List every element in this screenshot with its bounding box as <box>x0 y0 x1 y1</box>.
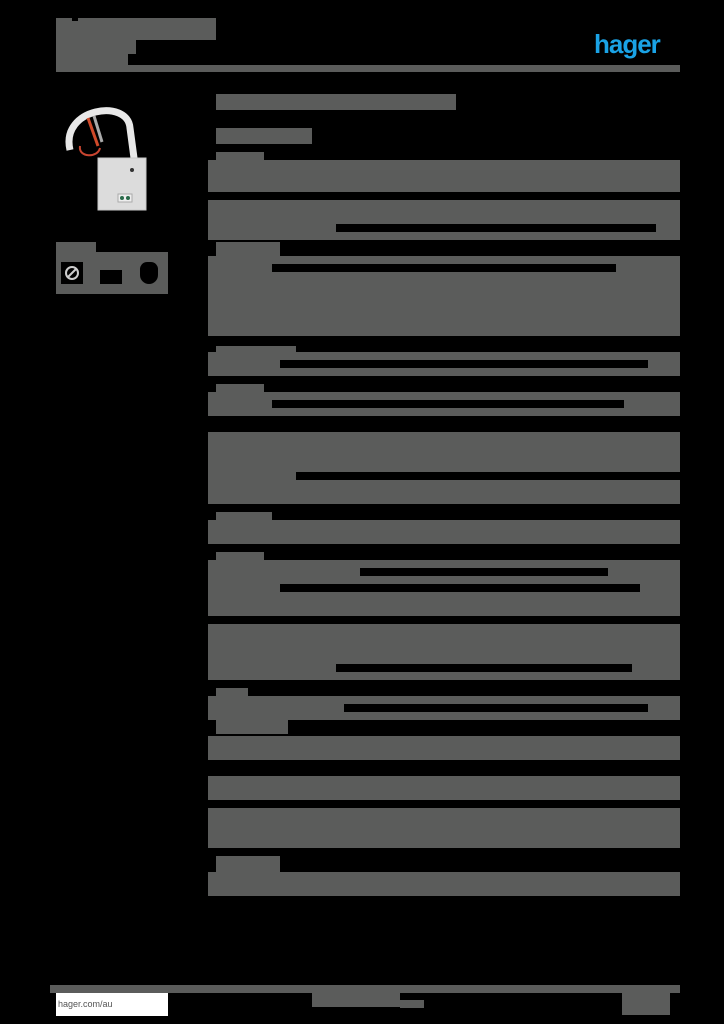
footer-url-link[interactable]: hager.com/au <box>56 993 168 1016</box>
section-5-heading <box>216 384 264 394</box>
section-12-body <box>208 776 680 800</box>
section-7-body <box>208 520 680 544</box>
section-2-body <box>208 200 680 240</box>
footer-center-text-2 <box>400 1000 424 1008</box>
section-1-heading <box>216 152 264 162</box>
certification-label <box>56 242 96 252</box>
header-divider <box>56 65 680 72</box>
connector-icon <box>100 270 122 284</box>
section-8-heading <box>216 552 264 562</box>
header-subtitle-2 <box>56 54 128 66</box>
section-13-body <box>208 808 680 848</box>
section-7-heading <box>216 512 272 522</box>
section-11-heading <box>216 720 288 734</box>
section-10-heading <box>216 688 248 698</box>
page-title <box>216 94 456 110</box>
footer-divider <box>50 985 680 993</box>
section-6-body <box>208 432 680 504</box>
section-3-heading <box>216 242 280 256</box>
footer-center-text <box>312 993 400 1007</box>
dial-icon <box>61 262 83 284</box>
section-1-body <box>208 160 680 192</box>
product-image <box>58 98 174 244</box>
page-subtitle <box>216 128 312 144</box>
section-14-heading <box>216 856 280 872</box>
section-4-heading <box>216 346 296 356</box>
header-title <box>56 18 216 40</box>
header-subtitle <box>56 40 136 54</box>
section-11-body <box>208 736 680 760</box>
section-14-body <box>208 872 680 896</box>
hand-icon <box>140 262 158 284</box>
hager-logo: hager <box>594 29 661 59</box>
footer-page-number <box>622 993 670 1015</box>
